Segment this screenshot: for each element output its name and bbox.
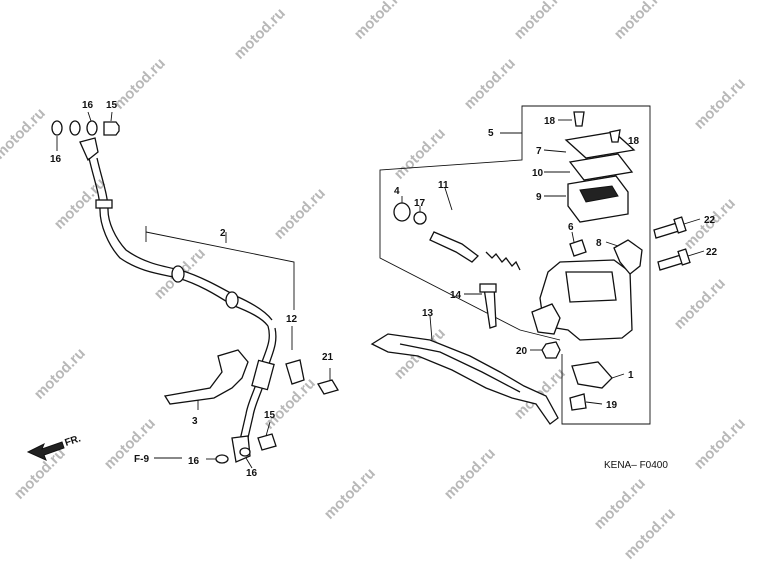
hose-fitting-upper: [79, 137, 99, 162]
watermark-layer: motod.ru motod.ru motod.ru motod.ru moto…: [0, 0, 749, 563]
oil-bolt-lower: [257, 433, 277, 451]
cap-plate: [568, 153, 634, 181]
callout-label: 8: [596, 238, 602, 249]
sealing-washer: [51, 120, 63, 136]
master-cylinder-group: [370, 105, 705, 425]
sealing-washer: [215, 454, 229, 464]
bolt: [317, 379, 339, 395]
watermark: motod.ru: [671, 275, 729, 333]
diagram-code: KENA– F0400: [604, 460, 668, 471]
piston: [429, 231, 479, 263]
callout-label: 16: [246, 468, 258, 479]
watermark: motod.ru: [611, 0, 669, 43]
lever-pivot: [531, 303, 561, 335]
callout-label: 13: [422, 308, 434, 319]
master-cylinder-detail: [565, 271, 617, 303]
brake-light-switch: [571, 361, 613, 389]
callout-label: 11: [438, 180, 449, 191]
figure-reference: F-9: [134, 454, 149, 465]
brake-lever: [370, 333, 559, 425]
watermark: motod.ru: [461, 55, 519, 113]
screw: [609, 129, 621, 143]
watermark: motod.ru: [691, 415, 749, 473]
watermark: motod.ru: [391, 125, 449, 183]
hose-clamp-bracket: [285, 359, 305, 385]
screw: [573, 111, 585, 127]
front-label: FR.: [64, 433, 83, 449]
master-cylinder-holder: [613, 239, 643, 275]
hose-joint: [251, 359, 275, 391]
watermark: motod.ru: [321, 465, 379, 523]
callout-label: 6: [568, 222, 574, 233]
front-arrow-icon: [26, 441, 65, 461]
watermark: motod.ru: [621, 505, 679, 563]
watermark: motod.ru: [101, 415, 159, 473]
sealing-washer: [86, 120, 98, 136]
sealing-washer: [239, 447, 251, 457]
diaphragm-inner: [579, 185, 619, 203]
pivot-nut: [541, 341, 561, 359]
callout-label: 21: [322, 352, 334, 363]
oil-bolt: [103, 121, 120, 136]
callout-label: 1: [628, 370, 634, 381]
brake-hose: [96, 157, 273, 321]
callout-label: 20: [516, 346, 528, 357]
watermark: motod.ru: [0, 105, 49, 163]
callout-label: 16: [50, 154, 62, 165]
callout-label: 18: [628, 136, 640, 147]
watermark: motod.ru: [691, 75, 749, 133]
callout-label: 22: [706, 247, 718, 258]
boot-stopper: [413, 211, 427, 225]
screw: [569, 239, 587, 257]
callout-label: 3: [192, 416, 198, 427]
callout-label: 4: [394, 186, 400, 197]
watermark: motod.ru: [591, 475, 649, 533]
brake-lever-detail: [399, 343, 521, 393]
piston-boot: [393, 202, 411, 222]
watermark: motod.ru: [31, 345, 89, 403]
brake-hose-group: [51, 111, 339, 469]
watermark: motod.ru: [111, 55, 169, 113]
watermark: motod.ru: [441, 445, 499, 503]
callout-label: 18: [544, 116, 556, 127]
callout-label: 17: [414, 198, 426, 209]
watermark: motod.ru: [271, 185, 329, 243]
callout-labels: 16 15 16 2 12 21 3 15 16 16 5 18 18 7 10…: [50, 100, 718, 479]
callout-label: 10: [532, 168, 544, 179]
watermark: motod.ru: [511, 0, 569, 43]
switch-screw: [569, 393, 587, 411]
hose-grommet: [225, 291, 239, 309]
callout-label: 15: [264, 410, 276, 421]
callout-label: 14: [450, 290, 462, 301]
callout-label: 12: [286, 314, 298, 325]
brake-hose: [88, 157, 269, 327]
watermark: motod.ru: [351, 0, 409, 43]
callout-label: 5: [488, 128, 494, 139]
reservoir-cap: [564, 131, 636, 159]
hose-bracket: [163, 349, 249, 405]
hose-clamp: [95, 199, 113, 209]
sealing-washer: [69, 120, 81, 136]
callout-label: 2: [220, 228, 226, 239]
hose-grommet: [171, 265, 185, 283]
callout-label: 22: [704, 215, 716, 226]
callout-label: 9: [536, 192, 542, 203]
callout-label: 15: [106, 100, 118, 111]
front-indicator: FR. F-9: [26, 433, 182, 465]
callout-label: 16: [82, 100, 94, 111]
callout-label: 16: [188, 456, 200, 467]
callout-label: 19: [606, 400, 618, 411]
piston-spring: [485, 251, 521, 271]
watermark: motod.ru: [231, 5, 289, 63]
callout-label: 7: [536, 146, 542, 157]
